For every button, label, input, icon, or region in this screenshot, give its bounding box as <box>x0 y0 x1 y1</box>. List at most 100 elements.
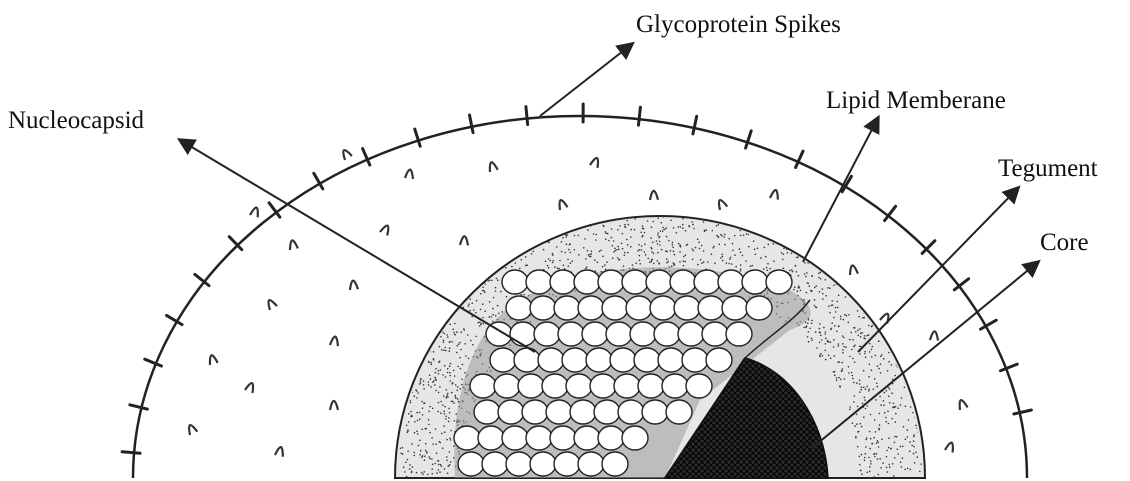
capsomere <box>658 348 684 372</box>
spike <box>288 240 298 250</box>
capsomere <box>470 374 496 398</box>
spike <box>405 169 414 179</box>
capsomere <box>634 348 660 372</box>
spike <box>590 157 601 168</box>
capsomere <box>662 374 688 398</box>
spike <box>1014 410 1032 414</box>
spike <box>330 401 338 410</box>
capsomere <box>498 400 524 424</box>
capsomere <box>550 426 576 450</box>
spike <box>145 359 162 366</box>
lipid-leader <box>803 118 878 262</box>
capsomere <box>694 270 720 294</box>
capsomere <box>578 452 604 476</box>
capsomere <box>494 374 520 398</box>
spike <box>693 116 697 134</box>
spike <box>770 189 780 199</box>
spike <box>469 115 473 133</box>
capsomere <box>554 296 580 320</box>
capsomere <box>638 374 664 398</box>
capsomere <box>650 296 676 320</box>
capsomere <box>522 400 548 424</box>
spike <box>880 312 891 324</box>
capsomere <box>554 452 580 476</box>
spike <box>349 280 358 290</box>
spike <box>746 131 752 148</box>
capsomere <box>474 400 500 424</box>
capsomere <box>518 374 544 398</box>
capsomere <box>598 426 624 450</box>
capsomere <box>698 296 724 320</box>
capsomere <box>594 400 620 424</box>
capsomere <box>674 296 700 320</box>
label-glycoprotein-spikes: Glycoprotein Spikes <box>636 12 841 37</box>
capsomere <box>598 270 624 294</box>
capsomere <box>622 426 648 450</box>
spike <box>557 199 568 210</box>
spike <box>638 107 640 125</box>
spike <box>266 298 277 310</box>
capsomere <box>458 452 484 476</box>
capsomere <box>670 270 696 294</box>
capsomere <box>538 348 564 372</box>
spike <box>275 446 285 457</box>
spike <box>957 399 967 410</box>
spike <box>716 198 727 210</box>
spike <box>526 107 528 125</box>
capsomere <box>726 322 752 346</box>
spike <box>130 405 147 409</box>
capsomere <box>630 322 656 346</box>
spike <box>650 191 658 200</box>
capsomere <box>562 348 588 372</box>
spike <box>330 336 339 346</box>
capsomere <box>530 452 556 476</box>
spike <box>186 424 197 435</box>
capsomere <box>722 296 748 320</box>
spike <box>848 265 857 275</box>
label-lipid-membrane: Lipid Memberane <box>826 88 1006 113</box>
capsomere <box>454 426 480 450</box>
capsomere <box>506 296 532 320</box>
capsomere <box>574 270 600 294</box>
nucleocapsid-leader <box>180 140 535 352</box>
spike <box>415 129 420 146</box>
spike <box>945 441 955 452</box>
capsomere <box>610 348 636 372</box>
capsomere <box>606 322 632 346</box>
capsomere <box>542 374 568 398</box>
spike <box>930 331 939 341</box>
capsomere <box>570 400 596 424</box>
capsomere <box>686 374 712 398</box>
capsomere <box>506 452 532 476</box>
spike <box>488 161 498 172</box>
glycoprotein-leader <box>540 44 632 116</box>
capsomere <box>482 452 508 476</box>
capsomere <box>490 348 516 372</box>
spike <box>1000 364 1017 371</box>
capsomere <box>546 400 572 424</box>
capsomere <box>558 322 584 346</box>
capsomere <box>646 270 672 294</box>
spike <box>380 224 391 236</box>
capsomere <box>534 322 560 346</box>
capsomere <box>642 400 668 424</box>
capsomere <box>550 270 576 294</box>
capsomere <box>502 270 528 294</box>
capsomere <box>602 452 628 476</box>
capsomere <box>582 322 608 346</box>
spike <box>363 149 370 165</box>
capsomere <box>578 296 604 320</box>
capsomere <box>478 426 504 450</box>
capsomere <box>742 270 768 294</box>
capsomere <box>654 322 680 346</box>
capsomere <box>590 374 616 398</box>
capsomere <box>706 348 732 372</box>
capsomere <box>626 296 652 320</box>
capsomere <box>502 426 528 450</box>
spike <box>208 354 218 365</box>
capsomere <box>566 374 592 398</box>
spike <box>341 148 352 160</box>
capsomere <box>514 348 540 372</box>
capsomere <box>526 426 552 450</box>
capsomere <box>574 426 600 450</box>
